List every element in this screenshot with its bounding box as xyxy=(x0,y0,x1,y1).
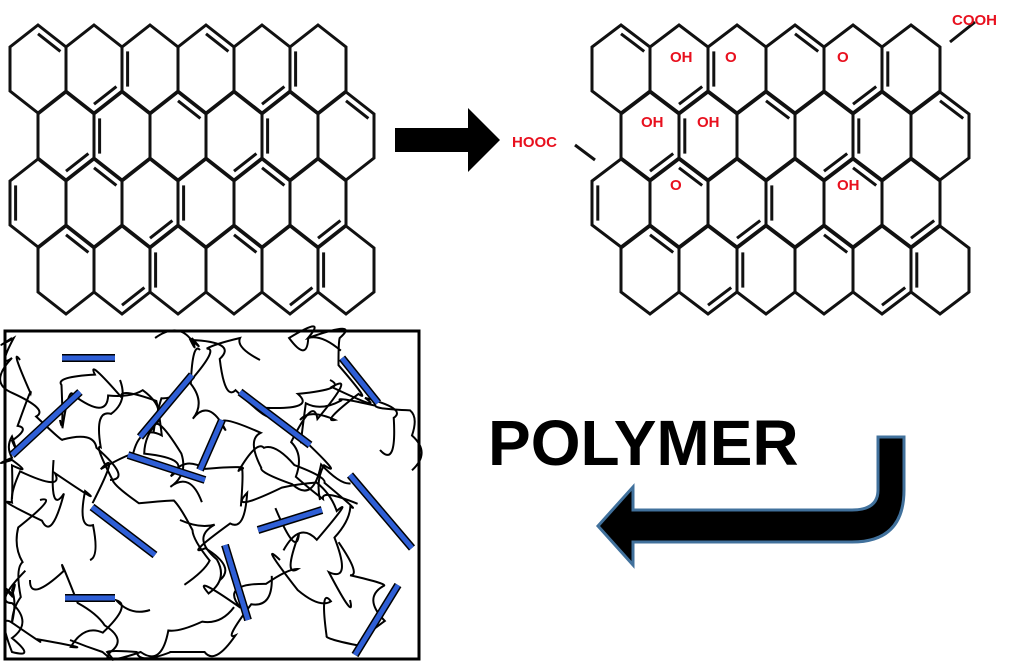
polymer-chain xyxy=(289,382,398,505)
double-bond xyxy=(289,286,314,307)
double-bond xyxy=(205,32,230,53)
polymer-chain xyxy=(5,459,97,561)
polymer-chain xyxy=(4,583,151,649)
double-bond xyxy=(852,85,878,106)
cooh-label: COOH xyxy=(952,12,997,29)
double-bond xyxy=(678,166,704,187)
hooc-label: HOOC xyxy=(512,134,557,151)
polymer-chain xyxy=(61,388,244,478)
epoxy-label: O xyxy=(670,177,682,194)
graphene-filler xyxy=(127,452,206,483)
double-bond xyxy=(881,286,907,307)
polymer-label: POLYMER xyxy=(488,407,799,479)
double-bond xyxy=(649,233,675,254)
graphene-filler xyxy=(238,390,312,447)
double-bond xyxy=(233,152,258,173)
functional-group-labels: OH O O COOH HOOC OH OH O OH xyxy=(512,12,997,194)
double-bond xyxy=(149,219,174,240)
double-bond xyxy=(939,99,965,120)
oh-label: OH xyxy=(670,49,693,66)
double-bond xyxy=(823,233,849,254)
double-bond xyxy=(345,99,370,120)
oh-label: OH xyxy=(641,114,664,131)
oh-label: OH xyxy=(697,114,720,131)
polymer-chain xyxy=(154,329,336,418)
double-bond xyxy=(177,99,202,120)
graphene-sheet xyxy=(8,23,376,316)
oh-label: OH xyxy=(837,177,860,194)
epoxy-label: O xyxy=(837,49,849,66)
double-bond xyxy=(261,85,286,106)
double-bond xyxy=(910,219,936,240)
graphene-filler xyxy=(352,583,401,657)
polymer-chain xyxy=(300,398,423,501)
bond xyxy=(574,143,596,162)
graphene-oxide-sheet xyxy=(574,20,976,316)
curved-arrow-icon xyxy=(595,435,906,569)
polymer-chain xyxy=(287,325,364,422)
double-bond xyxy=(65,233,90,254)
right-arrow-icon xyxy=(395,108,500,172)
double-bond xyxy=(852,166,878,187)
double-bond xyxy=(261,166,286,187)
graphene-filler xyxy=(257,507,323,533)
double-bond xyxy=(649,152,675,173)
double-bond xyxy=(317,219,342,240)
graphene-filler xyxy=(197,418,225,472)
double-bond xyxy=(121,286,146,307)
graphene-filler xyxy=(222,544,251,621)
polymer-chain xyxy=(0,335,120,481)
double-bond xyxy=(233,233,258,254)
double-bond xyxy=(707,286,733,307)
graphene-filler xyxy=(90,505,157,557)
double-bond xyxy=(37,32,62,53)
double-bond xyxy=(736,219,762,240)
polymer-chains xyxy=(0,325,423,661)
graphene-fillers xyxy=(9,354,416,658)
double-bond xyxy=(765,99,791,120)
double-bond xyxy=(620,32,646,53)
polymer-chain xyxy=(0,355,32,500)
double-bond xyxy=(794,32,820,53)
double-bond xyxy=(65,152,90,173)
hexagon-ring xyxy=(909,224,971,316)
polymer-chain xyxy=(197,481,344,581)
graphene-filler xyxy=(10,390,82,457)
double-bond xyxy=(678,85,704,106)
polymer-chain xyxy=(237,445,355,609)
polymer-chain xyxy=(69,575,273,661)
polymer-chain xyxy=(152,336,261,503)
double-bond xyxy=(93,85,118,106)
graphene-filler xyxy=(348,473,414,550)
graphene-filler xyxy=(138,373,194,439)
double-bond xyxy=(823,152,849,173)
graphene-filler xyxy=(340,356,380,405)
double-bond xyxy=(93,166,118,187)
bond xyxy=(949,20,976,44)
epoxy-label: O xyxy=(725,49,737,66)
hexagon-ring xyxy=(316,224,376,316)
